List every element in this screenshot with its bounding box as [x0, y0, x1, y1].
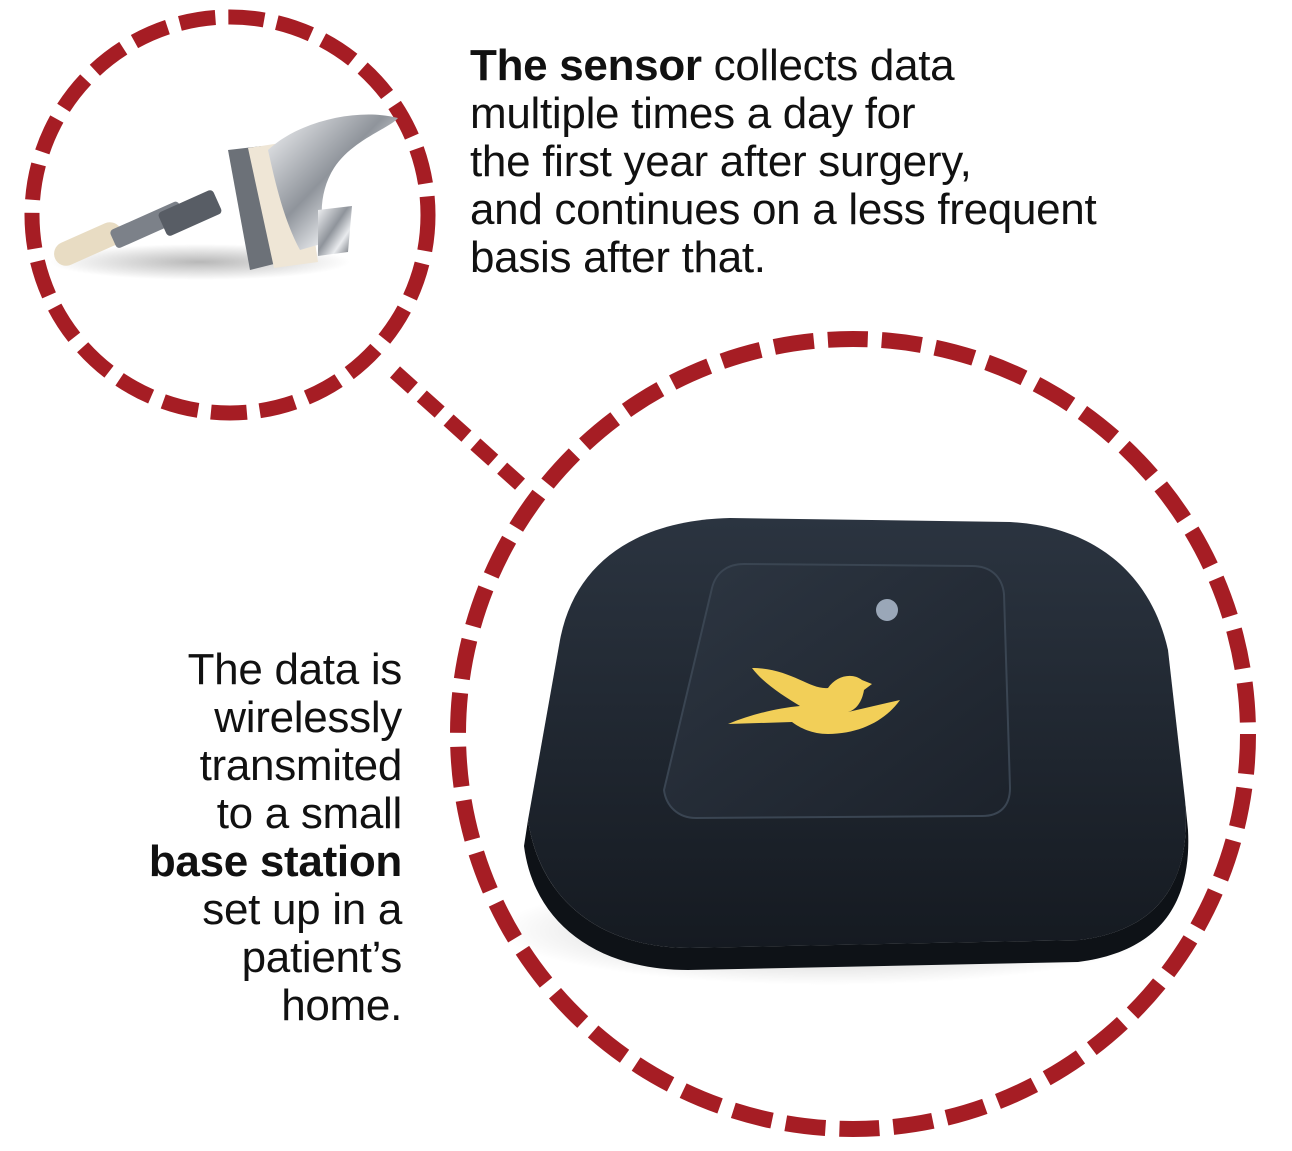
base-caption-line-4: to a small [216, 789, 403, 838]
base-station-caption: The data is wirelessly transmited to a s… [60, 646, 402, 1030]
base-caption-line-2: wirelessly [214, 693, 402, 742]
sensor-caption-line-3: the first year after surgery, [470, 137, 972, 186]
connector-dashed-line [389, 366, 528, 492]
sensor-caption-line-5: basis after that. [470, 233, 766, 282]
base-caption-line-8: home. [281, 981, 402, 1030]
sensor-caption-bold-term: The sensor [470, 41, 702, 90]
base-station-dashed-ring [450, 331, 1256, 1137]
bird-logo-icon [728, 668, 900, 734]
implant-femoral-component [268, 114, 398, 250]
base-caption-line-7: patient’s [241, 933, 403, 982]
base-caption-line-6: set up in a [202, 885, 402, 934]
base-station-device-icon [500, 518, 1189, 985]
knee-implant-sensor-icon [50, 114, 398, 280]
implant-stem-tip [54, 222, 122, 266]
sensor-caption-line-2: multiple times a day for [470, 89, 916, 138]
sensor-caption: The sensor collects data multiple times … [470, 42, 1260, 282]
base-caption-line-1: The data is [187, 645, 403, 694]
base-caption-bold-term: base station [148, 837, 402, 886]
sensor-caption-line-1: The sensor collects data [470, 42, 1260, 90]
base-caption-line-5: base station [60, 838, 402, 886]
sensor-dashed-ring [24, 9, 436, 421]
sensor-caption-line-1-rest: collects data [701, 41, 955, 90]
sensor-caption-line-4: and continues on a less frequent [470, 185, 1097, 234]
base-caption-line-3: transmited [199, 741, 403, 790]
indicator-light [876, 599, 898, 621]
